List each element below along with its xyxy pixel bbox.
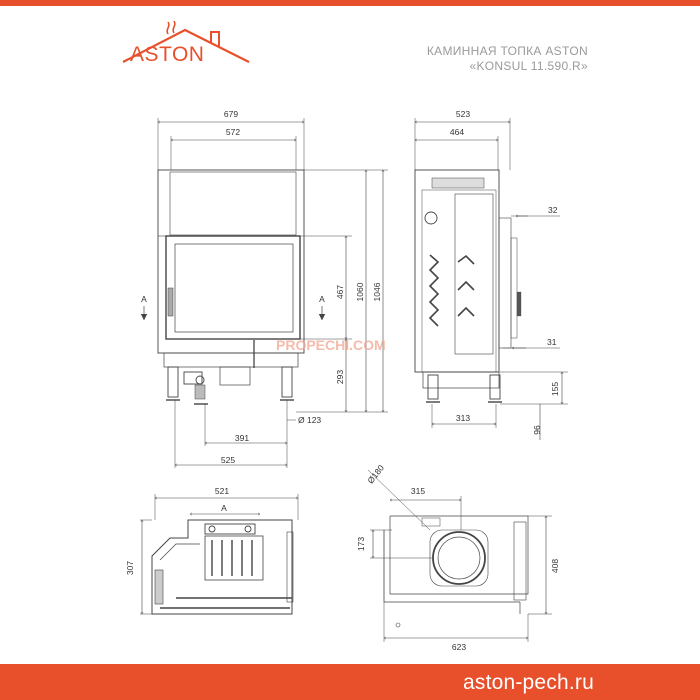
front-view [140,118,388,468]
dim-31: 31 [547,337,557,347]
watermark-propechi: PROPECHI.COM [276,337,386,353]
front-view-labels: 679 572 A A 467 1060 1046 293 Ø 123 391 … [141,109,382,465]
dim-623: 623 [452,642,466,652]
dim-525: 525 [221,455,235,465]
bottom-accent-band [0,664,700,700]
aston-logo-roof-icon [122,20,250,63]
dim-467: 467 [335,285,345,299]
section-mark-a-plan: A [221,503,227,513]
dim-523: 523 [456,109,470,119]
top-accent-band [0,0,700,6]
dim-293: 293 [335,370,345,384]
dim-32: 32 [548,205,558,215]
dim-408: 408 [550,559,560,573]
section-mark-a-right: A [319,294,325,304]
dim-1046: 1046 [372,282,382,301]
footer-url[interactable]: aston-pech.ru [462,671,594,694]
plan-view-labels: 521 A 307 [125,486,229,575]
dim-96: 96 [532,425,542,435]
side-view [414,118,568,440]
document-title: КАМИННАЯ ТОПКА ASTON «KONSUL 11.590.R» [427,44,588,74]
side-view-labels: 523 464 32 31 155 96 313 [450,109,560,435]
dim-521: 521 [215,486,229,496]
dim-flue-180: Ø180 [365,463,386,486]
dim-679: 679 [224,109,238,119]
title-line-2: «KONSUL 11.590.R» [469,59,588,73]
dim-155: 155 [550,382,560,396]
dim-315: 315 [411,486,425,496]
plan-view [140,494,298,615]
top-view [367,469,552,642]
dim-572: 572 [226,127,240,137]
section-mark-a-left: A [141,294,147,304]
dim-391: 391 [235,433,249,443]
dim-173: 173 [356,537,366,551]
dim-flue-123: Ø 123 [298,415,321,425]
dim-464: 464 [450,127,464,137]
dim-307: 307 [125,561,135,575]
top-view-labels: Ø180 315 173 408 623 [356,463,560,652]
title-line-1: КАМИННАЯ ТОПКА ASTON [426,44,588,58]
dim-313: 313 [456,413,470,423]
dim-1060: 1060 [355,282,365,301]
brand-name: ASTON [130,43,205,66]
